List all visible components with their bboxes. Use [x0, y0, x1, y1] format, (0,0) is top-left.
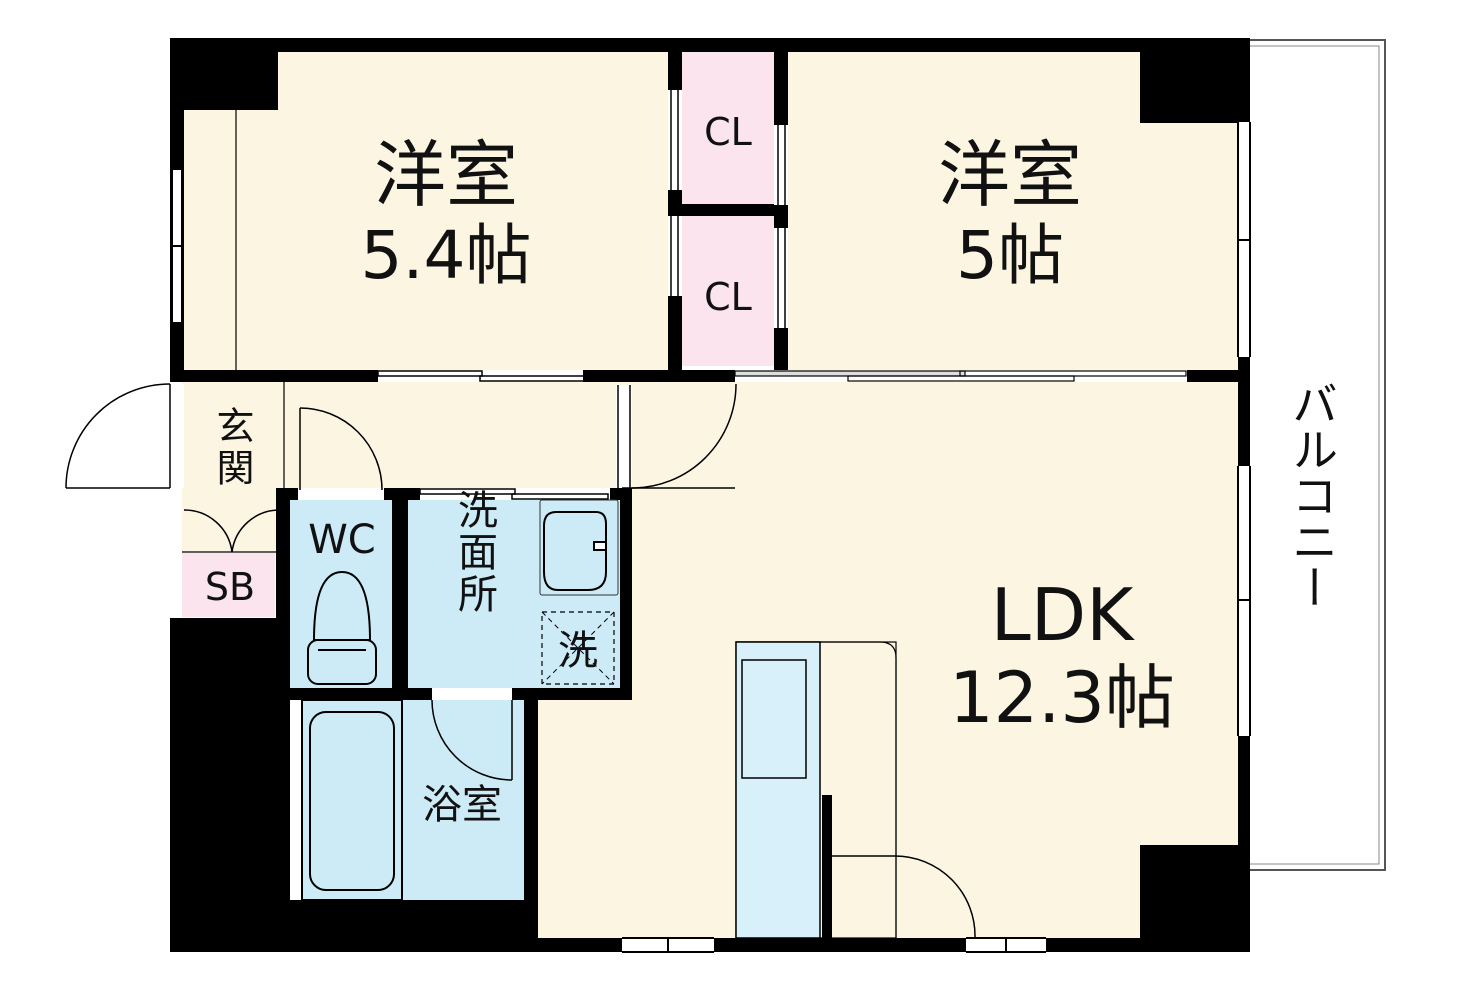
wall-wash-right [620, 488, 632, 690]
ldk-floor [622, 382, 1238, 938]
pantry-door-swing [894, 855, 976, 939]
western-right-size: 5帖 [956, 217, 1064, 294]
entrance-door-swing [65, 383, 171, 489]
pillar-top-left [170, 38, 278, 110]
western-left-size: 5.4帖 [361, 217, 532, 294]
toilet-door-swing [299, 407, 383, 491]
wall-bath-right [524, 688, 538, 950]
entrance-floor [182, 382, 277, 552]
sliding-doors [377, 90, 1187, 500]
balcony [1248, 39, 1386, 871]
wall-top [170, 38, 1248, 52]
wall-toilet-right [392, 488, 408, 688]
wall-closet-divider [668, 204, 788, 216]
kitchen-sink-icon [735, 641, 821, 939]
washroom-label: 洗面所 [451, 489, 497, 615]
pillar-bottom-right [1140, 845, 1250, 952]
pillar-top-right [1140, 38, 1250, 123]
western-left-name: 洋室 [374, 133, 518, 217]
ldk-door-swing [631, 383, 737, 489]
bath-door-swing [431, 699, 513, 781]
closet-bottom-label: CL [704, 275, 752, 319]
bathtub-icon [301, 699, 403, 901]
wall-bath-bottom [276, 900, 538, 950]
western-right-name: 洋室 [938, 133, 1082, 217]
ldk-floor-lower [535, 690, 635, 938]
fixtures [301, 499, 821, 939]
wall-kitchen-stub [822, 795, 832, 938]
balcony-label: バルコニー [1285, 380, 1339, 610]
balcony-railing [1248, 39, 1386, 871]
toilet-bowl-icon [307, 570, 377, 685]
ldk-name: LDK [991, 573, 1136, 657]
ldk-size: 12.3帖 [949, 657, 1175, 739]
washer-label: 洗 [558, 628, 598, 674]
swing-doors [65, 383, 976, 939]
washbasin-icon [539, 499, 619, 596]
closet-top-label: CL [704, 110, 752, 154]
washer-space-icon [541, 611, 615, 685]
toilet-label: WC [308, 517, 375, 563]
pillar-left-bottom [170, 618, 280, 950]
closet-bottom-floor [682, 216, 774, 366]
entrance-label: 玄関 [210, 406, 254, 490]
shoe-cabinet-doors [183, 509, 281, 553]
shoe-box-label: SB [205, 565, 255, 609]
bathroom-label: 浴室 [422, 782, 502, 828]
windows [171, 122, 1251, 953]
labels: 洋室 5.4帖 洋室 5帖 CL CL 玄関 SB WC 洗面所 洗 浴室 LD… [205, 110, 1339, 828]
shoe-box-floor [182, 553, 275, 617]
closet-top-floor [682, 52, 774, 204]
